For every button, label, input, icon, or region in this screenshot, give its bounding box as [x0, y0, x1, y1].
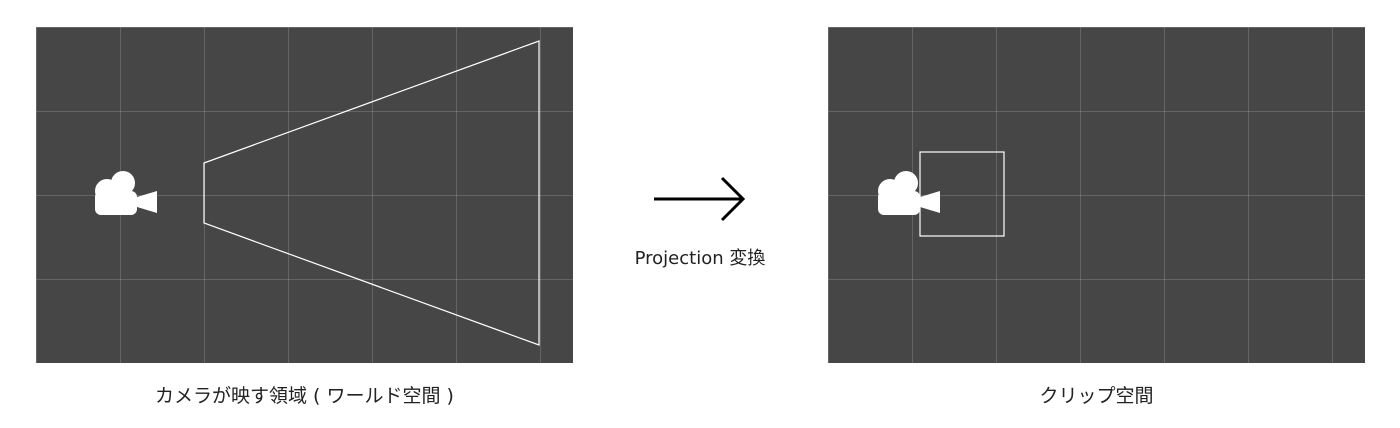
world-space-drawing [95, 40, 540, 346]
clip-space-caption: クリップ空間 [1039, 385, 1154, 407]
world-space-panel [36, 27, 573, 363]
video-camera-icon [95, 171, 157, 215]
video-camera-icon [878, 171, 940, 215]
right-arrow-icon [654, 176, 746, 222]
projection-transform-label: Projection 変換 [634, 248, 766, 269]
world-space-caption: カメラが映す領域 ( ワールド空間 ) [155, 385, 454, 407]
camera-frustum-outline [203, 40, 540, 346]
clip-volume-outline [919, 151, 1005, 237]
clip-space-panel [828, 27, 1365, 363]
clip-space-drawing [878, 151, 1005, 237]
